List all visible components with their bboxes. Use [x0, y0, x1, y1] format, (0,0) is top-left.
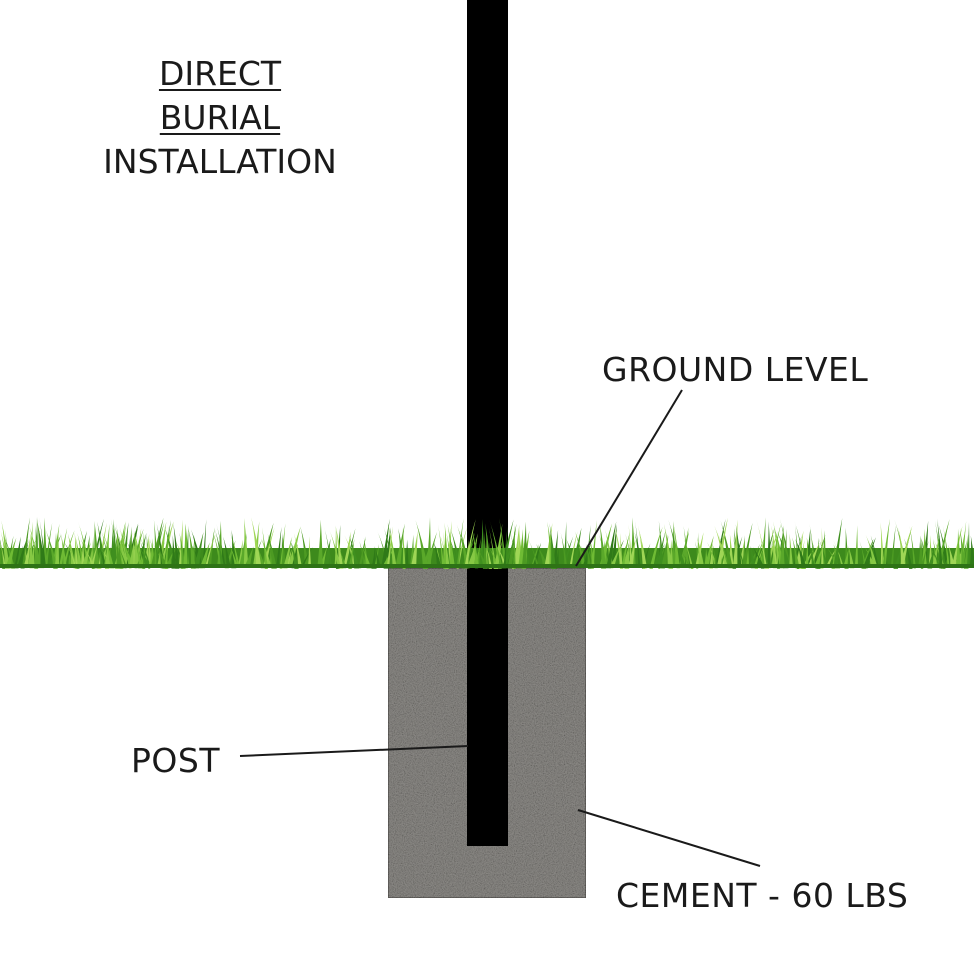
cement-label: CEMENT - 60 LBS	[616, 876, 909, 915]
title-line-installation: INSTALLATION	[103, 142, 337, 181]
title-line-burial: BURIAL	[159, 98, 281, 137]
post	[467, 0, 508, 846]
grass-strip	[0, 516, 974, 569]
ground-level-label: GROUND LEVEL	[602, 350, 869, 389]
post-leader-line	[239, 745, 469, 757]
title-line-direct: DIRECT	[158, 54, 282, 93]
diagram-title: DIRECT BURIAL INSTALLATION	[60, 52, 380, 184]
cement-leader-line	[577, 809, 761, 867]
post-label: POST	[131, 741, 220, 780]
ground-level-leader-line	[575, 389, 683, 567]
